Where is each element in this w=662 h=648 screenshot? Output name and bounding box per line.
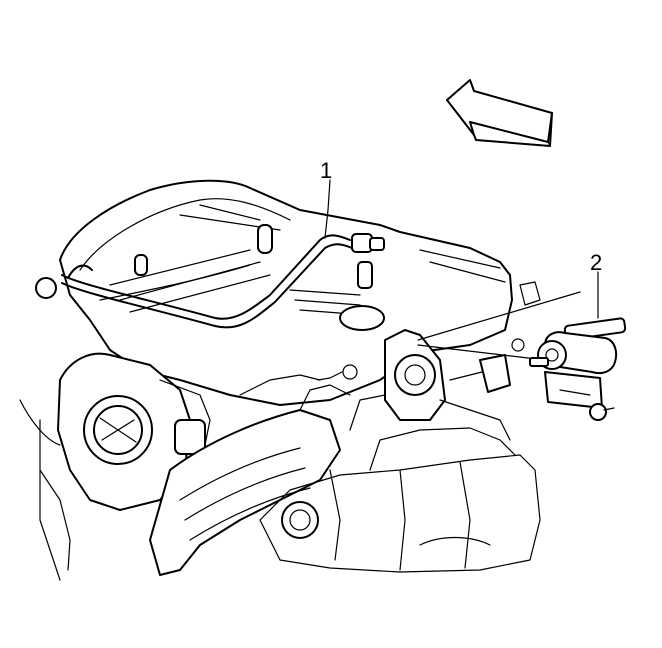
- direction-arrow-icon: [446, 79, 553, 147]
- leader-lines: [324, 179, 599, 361]
- callout-1: 1: [320, 158, 333, 183]
- fuel-hose: [35, 233, 385, 329]
- callout-2: 2: [590, 250, 603, 275]
- throttle-body: [19, 352, 211, 581]
- engine-block: [259, 391, 541, 573]
- fuel-pump: [529, 317, 627, 421]
- timing-cover: [317, 329, 525, 441]
- intake-manifold: [149, 374, 351, 576]
